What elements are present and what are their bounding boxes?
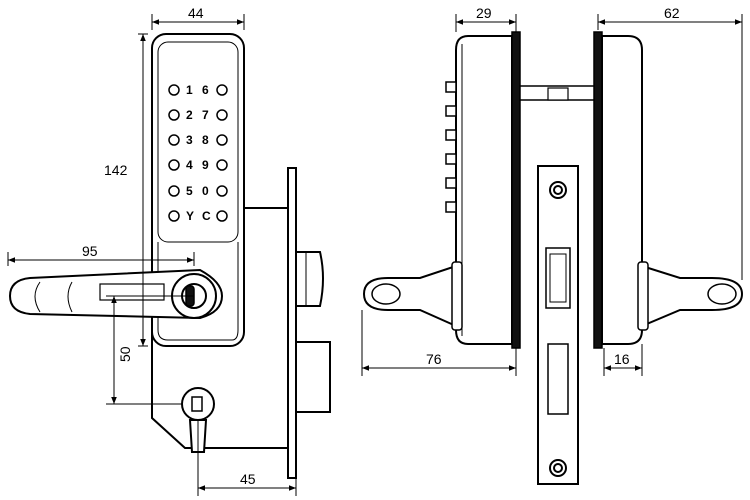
- dimension-label: 44: [188, 5, 204, 21]
- key-button[interactable]: [216, 159, 228, 171]
- key-label: 8: [202, 133, 209, 147]
- key-label: 3: [186, 133, 193, 147]
- inner-housing: [601, 35, 643, 345]
- key-button[interactable]: [216, 134, 228, 146]
- dimension-label: 29: [476, 5, 492, 21]
- dimension-45: 45: [197, 420, 297, 496]
- key-label: 7: [202, 108, 209, 122]
- key-button[interactable]: [216, 84, 228, 96]
- keypad-keys: 1 6 2 7 3 8 4 9: [168, 83, 228, 223]
- key-row: 4 9: [168, 158, 228, 172]
- key-row: 5 0: [168, 184, 228, 198]
- key-button[interactable]: [168, 109, 180, 121]
- dimension-label: 95: [82, 243, 98, 259]
- spindle: [519, 85, 595, 101]
- key-row: 3 8: [168, 133, 228, 147]
- keypad-face: [157, 41, 239, 243]
- outer-housing: [455, 35, 513, 345]
- key-button[interactable]: [168, 159, 180, 171]
- lever-handle: [8, 268, 224, 320]
- side-view: 29 62 76 16: [361, 5, 744, 485]
- dimension-label: 142: [104, 162, 128, 178]
- key-button[interactable]: [168, 134, 180, 146]
- side-key-profiles: [445, 81, 457, 213]
- dimension-label: 45: [240, 471, 256, 487]
- key-row: Y C: [168, 209, 228, 223]
- dimension-label: 16: [614, 351, 630, 367]
- key-row: 1 6: [168, 83, 228, 97]
- key-label: 1: [186, 83, 193, 97]
- side-lever-left: [362, 261, 463, 331]
- key-button[interactable]: [216, 185, 228, 197]
- key-label: 6: [202, 83, 209, 97]
- dimension-label: 50: [117, 346, 133, 362]
- door-plate-left: [511, 31, 521, 349]
- dimension-142: 142: [104, 33, 148, 347]
- dimension-16: 16: [603, 344, 643, 376]
- latch-bolt: [295, 251, 324, 307]
- side-lever-right: [637, 261, 744, 331]
- dimension-76: 76: [361, 310, 517, 376]
- key-button[interactable]: [216, 109, 228, 121]
- dimension-label: 62: [664, 5, 680, 21]
- key-button[interactable]: [168, 185, 180, 197]
- key-label: 0: [202, 184, 209, 198]
- key-label: Y: [186, 209, 194, 223]
- key-button[interactable]: [168, 210, 180, 222]
- key-button[interactable]: [168, 84, 180, 96]
- key-label: 5: [186, 184, 193, 198]
- key-label: 9: [202, 158, 209, 172]
- key-row: 2 7: [168, 108, 228, 122]
- key-label: C: [202, 209, 211, 223]
- front-view: 1 6 2 7 3 8 4 9: [7, 5, 331, 496]
- key-button[interactable]: [216, 210, 228, 222]
- dimension-62: 62: [597, 5, 743, 280]
- dead-bolt: [295, 341, 331, 413]
- dimension-29: 29: [455, 5, 517, 32]
- dimension-50: 50: [106, 295, 194, 405]
- key-label: 4: [186, 158, 193, 172]
- mortise-body: [151, 207, 289, 449]
- side-faceplate: [537, 165, 579, 485]
- faceplate: [287, 167, 297, 479]
- dimension-44: 44: [151, 5, 245, 30]
- key-label: 2: [186, 108, 193, 122]
- door-plate-right: [593, 31, 603, 349]
- dimension-95: 95: [7, 243, 195, 266]
- dimension-label: 76: [426, 351, 442, 367]
